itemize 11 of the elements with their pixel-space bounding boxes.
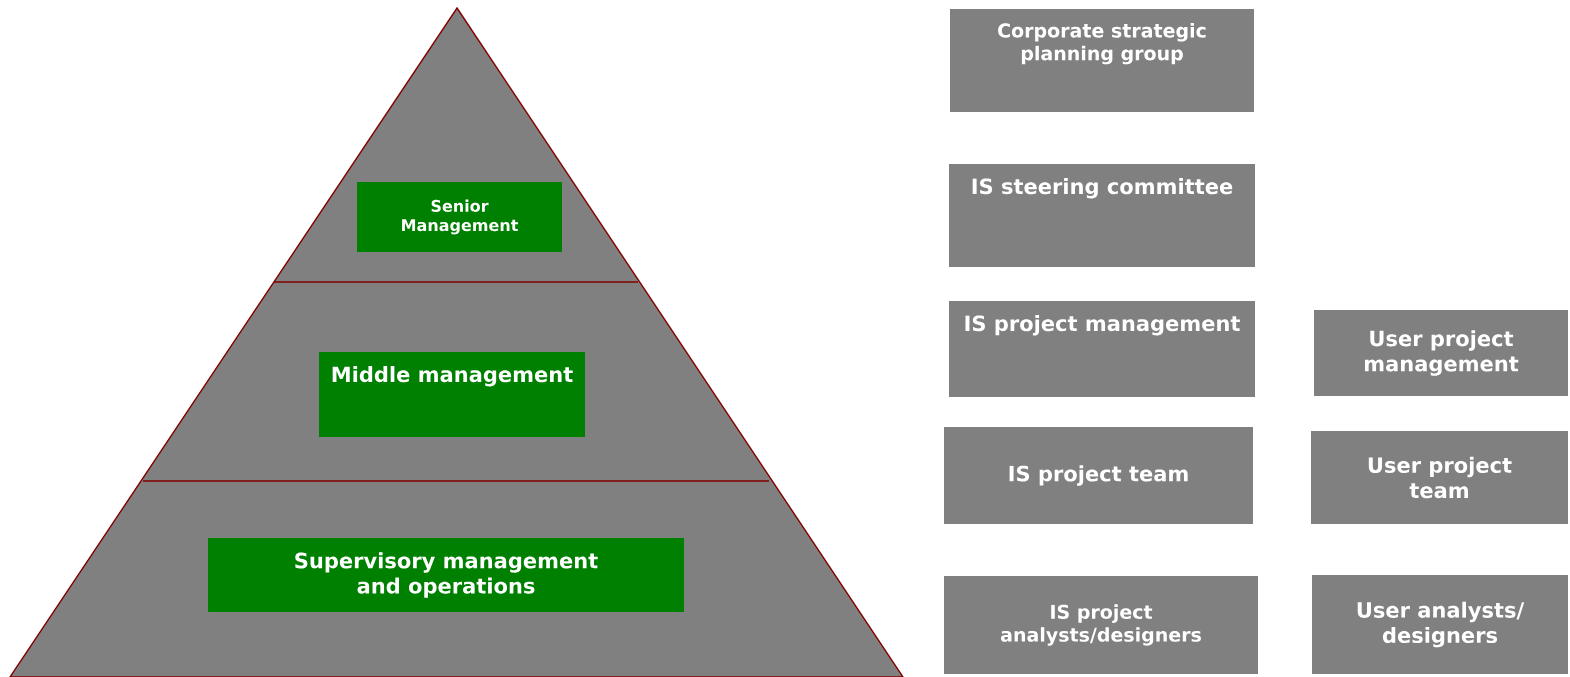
role-box: User project management [1314,310,1568,396]
role-box: IS steering committee [949,164,1255,267]
role-box: User analysts/ designers [1312,575,1568,674]
role-box: IS project analysts/designers [944,576,1258,674]
level-box: Supervisory management and operations [208,538,684,612]
role-box: IS project team [944,427,1253,524]
level-box: Middle management [319,352,585,437]
role-box: User project team [1311,431,1568,524]
role-box: IS project management [949,301,1255,397]
role-box: Corporate strategic planning group [950,9,1254,112]
level-box: Senior Management [357,182,562,252]
